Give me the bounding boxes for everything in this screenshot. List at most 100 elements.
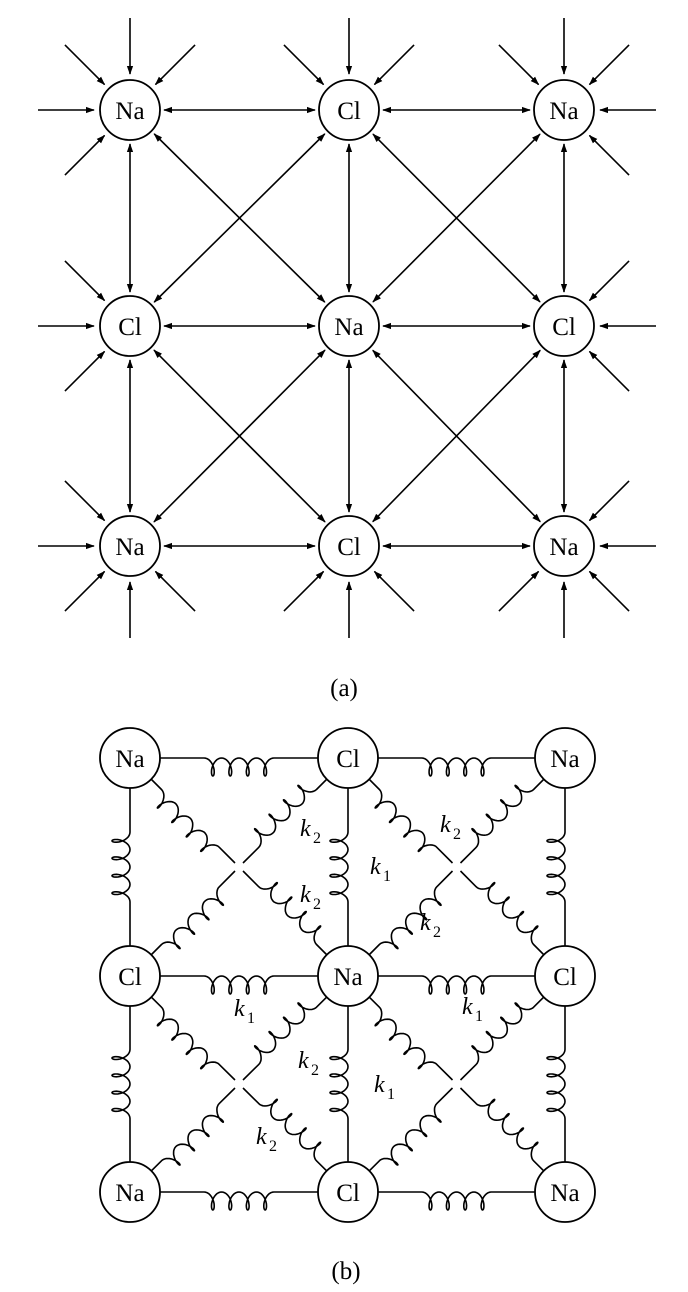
spring-horizontal bbox=[130, 975, 348, 995]
inward-force-arrow bbox=[588, 260, 630, 302]
ion-circle bbox=[318, 515, 380, 577]
svg-text:2: 2 bbox=[311, 1062, 319, 1079]
spring-network bbox=[111, 757, 566, 1211]
inward-force-arrow bbox=[154, 44, 196, 86]
spring-vertical bbox=[546, 758, 566, 976]
ion-label: Cl bbox=[553, 964, 577, 991]
inward-force-arrow bbox=[588, 480, 630, 522]
spring-diagonal bbox=[242, 757, 349, 864]
ion-label: Na bbox=[333, 964, 362, 991]
spring-diagonal bbox=[242, 870, 349, 977]
ion-circle bbox=[317, 945, 379, 1007]
ion-label: Na bbox=[115, 1180, 144, 1207]
spring-diagonal bbox=[129, 757, 236, 864]
ion-label: Cl bbox=[337, 98, 361, 125]
svg-text:k: k bbox=[300, 882, 311, 908]
ion-label: Na bbox=[115, 534, 144, 561]
ion-label: Cl bbox=[118, 314, 142, 341]
double-arrow-diagonal bbox=[153, 133, 326, 303]
svg-text:k: k bbox=[374, 1072, 385, 1098]
inward-force-arrow bbox=[588, 134, 630, 176]
spring-horizontal bbox=[130, 757, 348, 777]
spring-diagonal bbox=[459, 1087, 566, 1193]
ion-label: Na bbox=[549, 98, 578, 125]
inward-force-arrow bbox=[283, 570, 325, 612]
inward-force-arrow bbox=[283, 44, 325, 86]
spring-diagonal bbox=[459, 757, 566, 864]
svg-text:k: k bbox=[300, 816, 311, 842]
ion-circle bbox=[318, 79, 380, 141]
ion-label: Na bbox=[550, 746, 579, 773]
spring-horizontal bbox=[348, 975, 565, 995]
ion-label: Cl bbox=[336, 1180, 360, 1207]
inward-force-arrow bbox=[588, 350, 630, 392]
spring-horizontal bbox=[130, 1191, 348, 1211]
ion-label: Na bbox=[334, 314, 363, 341]
double-arrow-diagonal bbox=[153, 349, 326, 523]
caption-a: (a) bbox=[330, 675, 358, 702]
ion-circle bbox=[317, 727, 379, 789]
ion-circle bbox=[99, 515, 161, 577]
spring-vertical bbox=[546, 976, 566, 1192]
ion-circle bbox=[533, 515, 595, 577]
svg-text:1: 1 bbox=[383, 868, 391, 885]
ion-circle bbox=[99, 945, 161, 1007]
ion-label: Na bbox=[550, 1180, 579, 1207]
svg-text:k: k bbox=[420, 910, 431, 936]
double-arrow-diagonal bbox=[372, 133, 541, 303]
ion-circle bbox=[99, 79, 161, 141]
svg-text:k: k bbox=[234, 996, 245, 1022]
force-arrows bbox=[38, 18, 656, 638]
svg-text:2: 2 bbox=[269, 1138, 277, 1155]
inward-force-arrow bbox=[64, 350, 106, 392]
inward-force-arrow bbox=[64, 480, 106, 522]
ion-circle bbox=[99, 295, 161, 357]
spring-diagonal bbox=[242, 975, 349, 1081]
inward-force-arrow bbox=[154, 570, 196, 612]
spring-diagonal bbox=[347, 757, 454, 864]
inward-force-arrow bbox=[373, 570, 415, 612]
ion-circle bbox=[533, 295, 595, 357]
spring-horizontal bbox=[348, 757, 565, 777]
ion-circle bbox=[99, 1161, 161, 1223]
inward-force-arrow bbox=[588, 44, 630, 86]
svg-text:2: 2 bbox=[433, 924, 441, 941]
spring-vertical bbox=[329, 976, 349, 1192]
ion-circle bbox=[534, 1161, 596, 1223]
svg-text:k: k bbox=[298, 1048, 309, 1074]
ion-label: Na bbox=[115, 746, 144, 773]
spring-diagonal bbox=[347, 1087, 454, 1193]
double-arrow-diagonal bbox=[372, 349, 541, 523]
inward-force-arrow bbox=[373, 44, 415, 86]
spring-diagonal bbox=[347, 975, 454, 1081]
spring-diagonal bbox=[347, 870, 454, 977]
ion-circle bbox=[99, 727, 161, 789]
spring-vertical bbox=[111, 758, 131, 976]
inward-force-arrow bbox=[498, 570, 540, 612]
inward-force-arrow bbox=[64, 44, 106, 86]
inward-force-arrow bbox=[64, 134, 106, 176]
ion-label: Cl bbox=[336, 746, 360, 773]
ion-label: Cl bbox=[337, 534, 361, 561]
spring-horizontal bbox=[348, 1191, 565, 1211]
svg-text:1: 1 bbox=[247, 1010, 255, 1027]
svg-text:k: k bbox=[370, 854, 381, 880]
ion-circle bbox=[534, 945, 596, 1007]
ion-circle bbox=[318, 295, 380, 357]
svg-text:1: 1 bbox=[387, 1086, 395, 1103]
ion-label: Na bbox=[549, 534, 578, 561]
